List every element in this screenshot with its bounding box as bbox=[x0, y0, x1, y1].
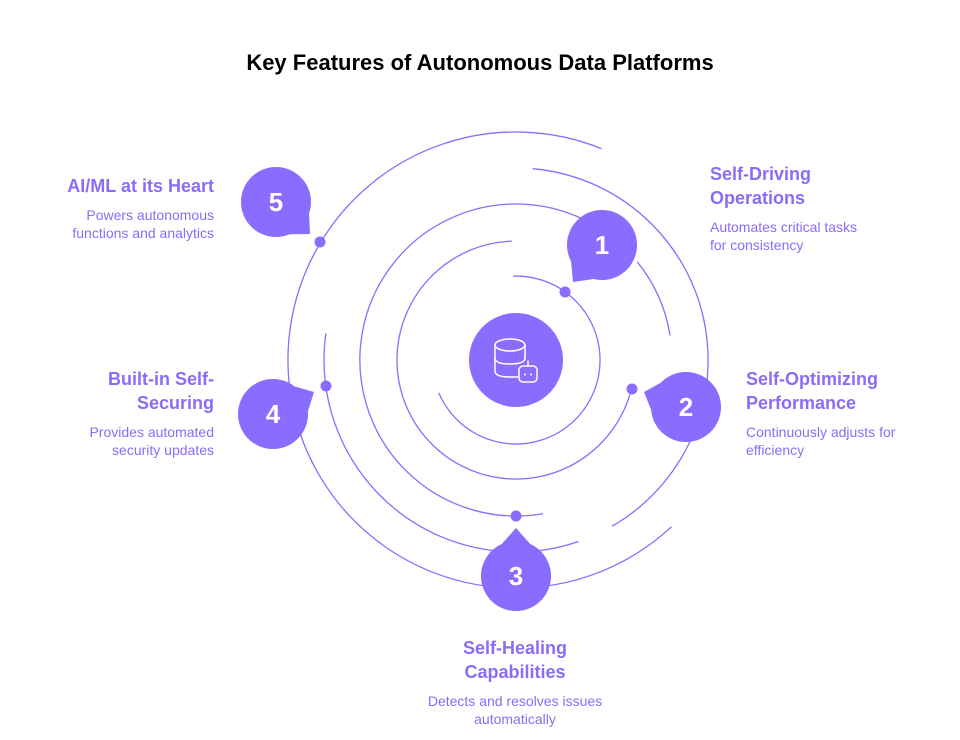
bubble-circle bbox=[481, 541, 551, 611]
feature-2: Self-Optimizing Performance Continuously… bbox=[746, 367, 936, 459]
bubble-tail bbox=[501, 528, 531, 545]
feature-4-title: Built-in Self- Securing bbox=[40, 367, 214, 415]
feature-3: Self-Healing Capabilities Detects and re… bbox=[390, 636, 640, 728]
feature-5-description-line: functions and analytics bbox=[72, 225, 214, 241]
feature-2-title: Self-Optimizing Performance bbox=[746, 367, 936, 415]
bubble-circle bbox=[241, 167, 311, 237]
feature-1-title-line: Self-Driving bbox=[710, 164, 812, 184]
connector-dot-2 bbox=[626, 383, 638, 395]
number-bubbles: 1 2 3 4 5 bbox=[238, 167, 721, 611]
feature-number-4: 4 bbox=[266, 399, 281, 429]
bubble-circle bbox=[651, 372, 721, 442]
connector-dots bbox=[314, 236, 638, 522]
ring-2-arc bbox=[396, 240, 634, 480]
feature-1: Self-Driving Operations Automates critic… bbox=[710, 162, 910, 254]
center-circle bbox=[469, 313, 563, 407]
feature-5-description-line: Powers autonomous bbox=[86, 207, 214, 223]
feature-3-title-line: Capabilities bbox=[464, 662, 566, 682]
feature-4-description-line: Provides automated bbox=[89, 424, 214, 440]
bubble-circle bbox=[567, 210, 637, 280]
feature-5-title-line: AI/ML at its Heart bbox=[67, 176, 214, 196]
feature-2-description-line: Continuously adjusts for bbox=[746, 424, 896, 440]
feature-5: AI/ML at its Heart Powers autonomous fun… bbox=[20, 174, 214, 242]
connector-dot-3 bbox=[510, 510, 522, 522]
connector-dot-1 bbox=[559, 286, 571, 298]
feature-3-title: Self-Healing Capabilities bbox=[390, 636, 640, 684]
feature-3-description-line: automatically bbox=[474, 711, 556, 727]
feature-number-1: 1 bbox=[595, 230, 609, 260]
feature-number-2: 2 bbox=[679, 392, 693, 422]
number-bubble-5: 5 bbox=[241, 167, 311, 237]
database-body bbox=[494, 344, 519, 378]
number-bubble-2: 2 bbox=[644, 372, 721, 442]
feature-2-title-line: Self-Optimizing bbox=[746, 369, 878, 389]
ring-3-upper-right-arc bbox=[636, 261, 671, 336]
feature-number-3: 3 bbox=[509, 561, 523, 591]
ring-3-arc bbox=[359, 203, 592, 517]
feature-4-description: Provides automated security updates bbox=[40, 423, 214, 459]
center-hub bbox=[469, 313, 563, 407]
number-bubble-3: 3 bbox=[481, 528, 551, 611]
number-bubble-4: 4 bbox=[238, 379, 314, 449]
feature-3-description-line: Detects and resolves issues bbox=[427, 693, 603, 709]
ring-4-right-arc bbox=[532, 168, 709, 527]
feature-4-title-line: Built-in Self- bbox=[108, 369, 214, 389]
feature-5-description: Powers autonomous functions and analytic… bbox=[20, 206, 214, 242]
feature-4-title-line: Securing bbox=[136, 393, 214, 413]
feature-3-description: Detects and resolves issues automaticall… bbox=[390, 692, 640, 728]
feature-1-description: Automates critical tasks for consistency bbox=[710, 218, 910, 254]
connector-dot-4 bbox=[320, 380, 332, 392]
feature-1-title: Self-Driving Operations bbox=[710, 162, 910, 210]
feature-number-5: 5 bbox=[269, 187, 283, 217]
database-middle bbox=[494, 357, 526, 365]
feature-1-description-line: for consistency bbox=[710, 237, 804, 253]
database-robot-icon bbox=[494, 338, 538, 383]
feature-5-title: AI/ML at its Heart bbox=[20, 174, 214, 198]
feature-4: Built-in Self- Securing Provides automat… bbox=[40, 367, 214, 459]
feature-2-description: Continuously adjusts for efficiency bbox=[746, 423, 936, 459]
connector-dot-5 bbox=[314, 236, 326, 248]
feature-1-description-line: Automates critical tasks bbox=[710, 219, 858, 235]
diagram-title: Key Features of Autonomous Data Platform… bbox=[246, 50, 714, 75]
number-bubble-1: 1 bbox=[567, 210, 637, 282]
feature-3-title-line: Self-Healing bbox=[462, 638, 568, 658]
feature-4-description-line: security updates bbox=[112, 442, 214, 458]
feature-2-description-line: efficiency bbox=[746, 442, 805, 458]
feature-2-title-line: Performance bbox=[746, 393, 857, 413]
robot-eyes bbox=[524, 373, 532, 376]
feature-1-title-line: Operations bbox=[710, 188, 806, 208]
bubble-circle bbox=[238, 379, 308, 449]
